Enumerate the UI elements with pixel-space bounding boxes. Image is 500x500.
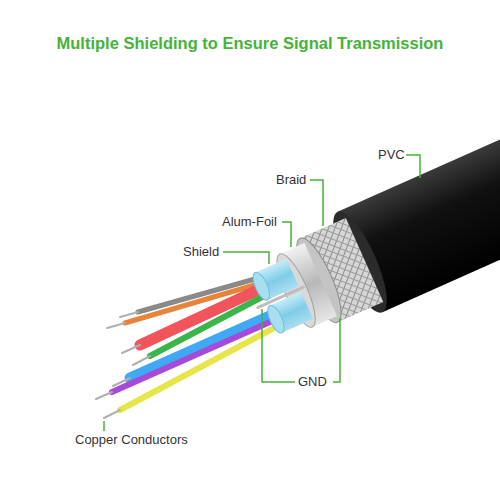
copper-tip <box>104 410 120 418</box>
copper-tip <box>107 323 125 328</box>
leader-line <box>262 309 295 382</box>
leader-line <box>282 222 291 247</box>
part-label: Braid <box>276 172 306 188</box>
conductor-wires <box>112 279 274 410</box>
copper-tip <box>96 392 112 399</box>
leader-line <box>333 318 340 382</box>
copper-tip <box>120 312 138 317</box>
leader-line <box>406 155 420 178</box>
purple-wire <box>112 322 270 392</box>
leader-line <box>310 180 323 226</box>
part-label: GND <box>298 374 327 390</box>
pair-shield-end <box>250 270 273 302</box>
copper-tip <box>113 378 130 386</box>
part-label: Copper Conductors <box>75 432 188 448</box>
part-label: PVC <box>378 147 405 163</box>
pair-shield-end <box>264 303 287 335</box>
copper-tips <box>96 312 150 418</box>
drain-wire <box>258 287 304 307</box>
diagram-title: Multiple Shielding to Ensure Signal Tran… <box>0 34 500 53</box>
leader-line <box>103 421 105 431</box>
yellow-wire <box>120 328 274 410</box>
leader-line <box>223 252 269 264</box>
leader-lines <box>104 155 420 431</box>
part-label: Alum-Foil <box>222 214 277 230</box>
cable-layers <box>264 106 500 345</box>
copper-tip <box>122 345 140 353</box>
copper-tip <box>133 356 150 365</box>
pair-shields <box>244 257 317 338</box>
part-label: Shield <box>183 244 219 260</box>
